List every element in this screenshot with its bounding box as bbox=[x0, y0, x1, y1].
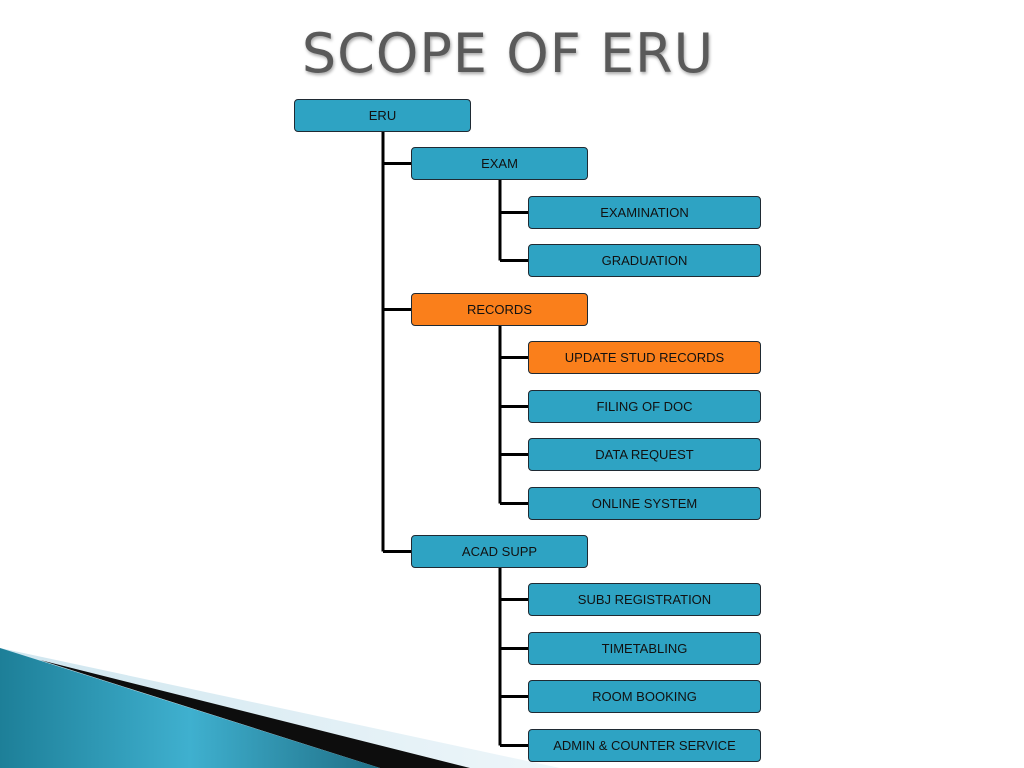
node-records: RECORDS bbox=[411, 293, 588, 326]
node-update-stud-records: UPDATE STUD RECORDS bbox=[528, 341, 761, 374]
node-room-booking: ROOM BOOKING bbox=[528, 680, 761, 713]
node-online-system: ONLINE SYSTEM bbox=[528, 487, 761, 520]
node-timetabling: TIMETABLING bbox=[528, 632, 761, 665]
node-filing-of-doc: FILING OF DOC bbox=[528, 390, 761, 423]
node-data-request: DATA REQUEST bbox=[528, 438, 761, 471]
node-eru: ERU bbox=[294, 99, 471, 132]
node-examination: EXAMINATION bbox=[528, 196, 761, 229]
node-acad-supp: ACAD SUPP bbox=[411, 535, 588, 568]
node-graduation: GRADUATION bbox=[528, 244, 761, 277]
swoosh-teal bbox=[0, 648, 380, 768]
swoosh-dark bbox=[40, 660, 470, 768]
node-admin-counter-service: ADMIN & COUNTER SERVICE bbox=[528, 729, 761, 762]
page-title: SCOPE OF ERU bbox=[301, 22, 715, 85]
node-exam: EXAM bbox=[411, 147, 588, 180]
node-subj-registration: SUBJ REGISTRATION bbox=[528, 583, 761, 616]
